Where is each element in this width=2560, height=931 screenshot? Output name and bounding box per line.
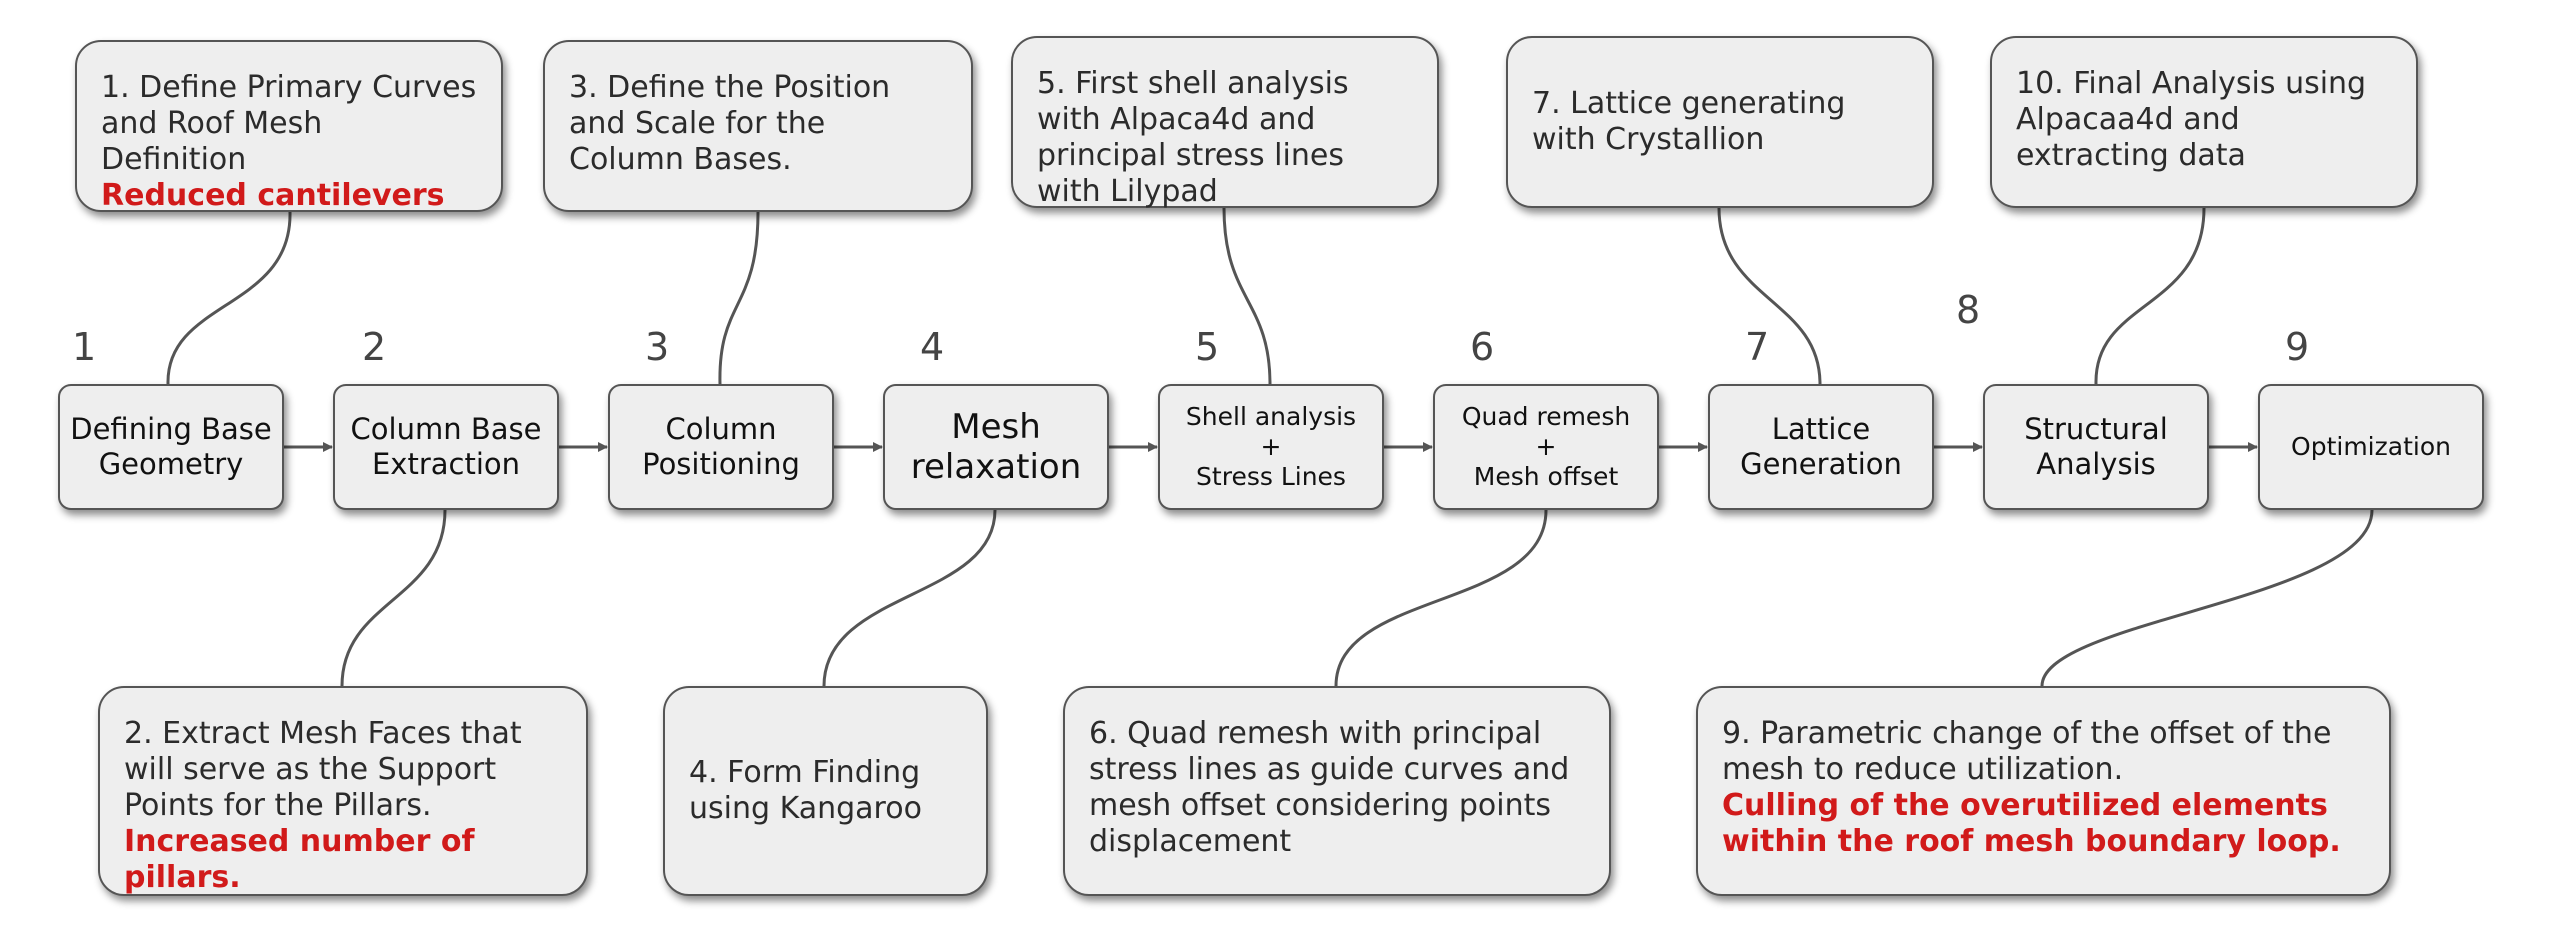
note-text: 2. Extract Mesh Faces that will serve as… xyxy=(124,716,522,823)
step-lattice-generation: Lattice Generation xyxy=(1708,384,1934,510)
connector-curve xyxy=(166,211,292,385)
step-label: Column Positioning xyxy=(642,412,800,481)
step-column-positioning: Column Positioning xyxy=(608,384,834,510)
note-6: 6. Quad remesh with principal stress lin… xyxy=(1063,686,1611,896)
step-number: 1 xyxy=(72,325,97,369)
connector-curve xyxy=(2040,509,2374,687)
note-text: 9. Parametric change of the offset of th… xyxy=(1722,716,2332,787)
note-text: 7. Lattice generating with Crystallion xyxy=(1532,86,1846,157)
note-text: 6. Quad remesh with principal stress lin… xyxy=(1089,716,1570,859)
step-label: Lattice Generation xyxy=(1740,412,1902,481)
note-4: 4. Form Finding using Kangaroo xyxy=(663,686,988,896)
note-text: 5. First shell analysis with Alpaca4d an… xyxy=(1037,66,1349,209)
step-shell-analysis-stress-lines: Shell analysis + Stress Lines xyxy=(1158,384,1384,510)
step-mesh-relaxation: Mesh relaxation xyxy=(883,384,1109,510)
step-quad-remesh-mesh-offset: Quad remesh + Mesh offset xyxy=(1433,384,1659,510)
note-text: 4. Form Finding using Kangaroo xyxy=(689,755,922,826)
step-number: 3 xyxy=(645,325,670,369)
note-highlight: Reduced cantilevers xyxy=(101,178,445,213)
note-9: 9. Parametric change of the offset of th… xyxy=(1696,686,2391,896)
step-label-bottom: Mesh offset xyxy=(1473,462,1619,491)
step-number: 8 xyxy=(1956,288,1981,332)
note-highlight: Increased number of pillars. xyxy=(124,824,475,895)
step-number: 9 xyxy=(2285,325,2310,369)
connector-curve xyxy=(340,509,447,687)
note-7: 7. Lattice generating with Crystallion xyxy=(1506,36,1934,208)
step-plus: + xyxy=(1260,432,1282,461)
step-number: 7 xyxy=(1745,325,1770,369)
step-defining-base-geometry: Defining Base Geometry xyxy=(58,384,284,510)
note-highlight: Culling of the overutilized elements wit… xyxy=(1722,788,2341,859)
step-label: Defining Base Geometry xyxy=(70,412,272,481)
step-label-bottom: Stress Lines xyxy=(1196,462,1346,491)
note-5: 5. First shell analysis with Alpaca4d an… xyxy=(1011,36,1439,209)
step-label-top: Shell analysis xyxy=(1185,402,1357,431)
connector-curve xyxy=(822,509,997,687)
step-label: Column Base Extraction xyxy=(350,412,542,481)
note-1: 1. Define Primary Curves and Roof Mesh D… xyxy=(75,40,503,213)
step-label: Mesh relaxation xyxy=(910,407,1082,487)
step-label: Structural Analysis xyxy=(2024,412,2168,481)
step-number: 2 xyxy=(362,325,387,369)
note-10: 10. Final Analysis using Alpacaa4d and e… xyxy=(1990,36,2418,208)
connector-curve xyxy=(2094,207,2206,385)
step-optimization: Optimization xyxy=(2258,384,2484,510)
note-text: 1. Define Primary Curves and Roof Mesh D… xyxy=(101,70,477,177)
step-number: 5 xyxy=(1195,325,1220,369)
step-column-base-extraction: Column Base Extraction xyxy=(333,384,559,510)
connector-curve xyxy=(1717,207,1822,385)
connector-curve xyxy=(1334,509,1548,687)
step-label-top: Quad remesh xyxy=(1461,402,1631,431)
step-number: 4 xyxy=(920,325,945,369)
note-text: 3. Define the Position and Scale for the… xyxy=(569,70,891,177)
note-text: 10. Final Analysis using Alpacaa4d and e… xyxy=(2016,66,2367,173)
note-3: 3. Define the Position and Scale for the… xyxy=(543,40,973,212)
step-label: Optimization xyxy=(2291,432,2451,461)
connector-curve xyxy=(1222,207,1272,385)
step-number: 6 xyxy=(1470,325,1495,369)
step-structural-analysis: Structural Analysis xyxy=(1983,384,2209,510)
connector-curve xyxy=(718,211,760,385)
step-plus: + xyxy=(1535,432,1557,461)
note-2: 2. Extract Mesh Faces that will serve as… xyxy=(98,686,588,896)
